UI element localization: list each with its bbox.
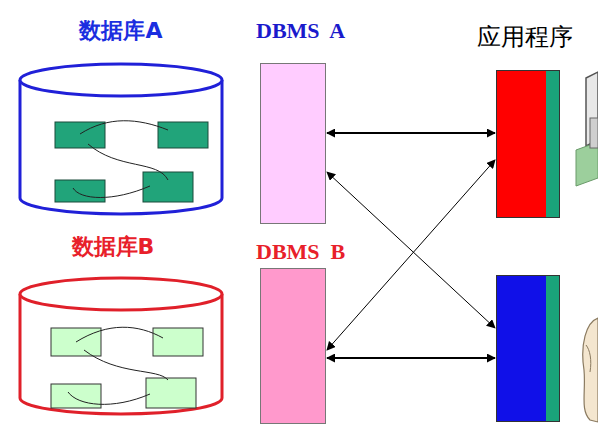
application-box — [496, 275, 560, 422]
application-strip — [546, 276, 559, 421]
person-icon — [583, 318, 598, 422]
node-heading: 数据库A — [18, 16, 224, 46]
computer-icon — [576, 72, 598, 186]
cylinder-outline — [18, 276, 224, 416]
node-heading: 数据库B — [10, 232, 216, 262]
application-box: 应用程序 — [496, 70, 560, 218]
cylinder-outline — [18, 62, 224, 216]
connector-arrow — [327, 172, 495, 328]
database-cylinder: 数据库A — [18, 62, 224, 216]
connector-arrow — [327, 357, 495, 359]
node-heading: DBMS A — [256, 18, 345, 44]
dbms-box: DBMS B — [260, 268, 326, 424]
application-strip — [546, 71, 559, 217]
dbms-box: DBMS A — [260, 63, 326, 224]
connector-arrow — [327, 160, 495, 350]
connector-arrow — [327, 132, 495, 134]
node-heading: DBMS B — [256, 239, 345, 265]
node-heading: 应用程序 — [477, 21, 573, 53]
database-cylinder: 数据库B — [18, 276, 224, 416]
